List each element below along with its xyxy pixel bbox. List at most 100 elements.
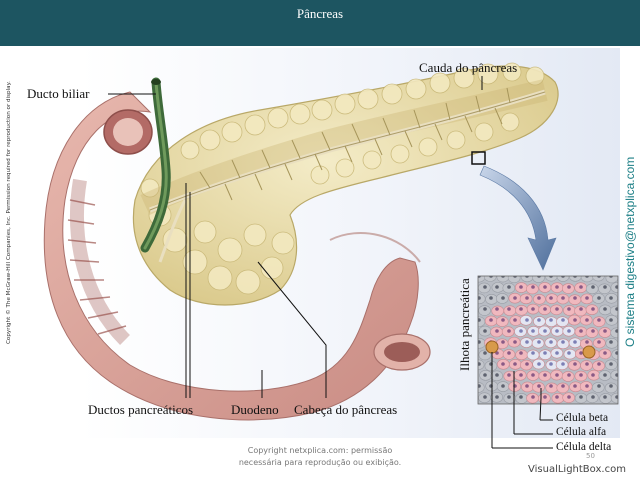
islet-cell (556, 276, 570, 282)
footer-copyright: Copyright netxplica.com: permissão neces… (210, 445, 430, 469)
cell-nucleus (519, 373, 523, 377)
cell-nucleus (585, 340, 589, 344)
cell-nucleus (567, 373, 571, 377)
cell-nucleus (597, 276, 601, 278)
islet-cell (503, 305, 517, 317)
cell-nucleus (483, 307, 487, 311)
cell-nucleus (507, 351, 511, 355)
label-pancreas-head: Cabeça do pâncreas (294, 402, 398, 417)
label-bile-duct: Ducto biliar (27, 86, 90, 101)
cell-nucleus (507, 395, 511, 399)
cell-nucleus (573, 276, 577, 278)
cell-nucleus (609, 362, 613, 366)
cell-nucleus (549, 276, 553, 278)
beta-leader (539, 388, 542, 421)
delta-cell (485, 340, 499, 354)
cell-nucleus (495, 351, 499, 355)
cell-nucleus (478, 296, 481, 300)
cell-nucleus (555, 395, 559, 399)
cell-nucleus (561, 296, 565, 300)
cell-nucleus (567, 351, 571, 355)
cell-nucleus (573, 362, 577, 366)
cell-nucleus (549, 318, 553, 322)
cell-nucleus (543, 307, 547, 311)
cell-nucleus (543, 395, 547, 399)
cell-nucleus (495, 373, 499, 377)
cell-nucleus (525, 340, 529, 344)
cell-nucleus (561, 384, 565, 388)
cell-nucleus (513, 362, 517, 366)
label-duodenum: Duodeno (231, 402, 279, 417)
label-alpha-cell: Célula alfa (556, 426, 607, 438)
cell-nucleus (579, 307, 583, 311)
cell-nucleus (495, 395, 499, 399)
cell-nucleus (555, 351, 559, 355)
cell-nucleus (567, 329, 571, 333)
islet-cell (610, 282, 618, 293)
cell-nucleus (555, 285, 559, 289)
cell-nucleus (525, 318, 529, 322)
cell-nucleus (531, 351, 535, 355)
islet-cell (610, 369, 618, 381)
cell-nucleus (501, 362, 505, 366)
cell-nucleus (555, 329, 559, 333)
cell-nucleus (603, 307, 607, 311)
cell-nucleus (495, 285, 499, 289)
cell-nucleus (525, 296, 529, 300)
magnify-arrow (479, 165, 557, 271)
cell-nucleus (591, 329, 595, 333)
cell-nucleus (609, 340, 613, 344)
cell-nucleus (615, 329, 618, 333)
cell-nucleus (591, 373, 595, 377)
cell-nucleus (543, 351, 547, 355)
delta-cell (582, 345, 596, 359)
cell-nucleus (531, 285, 535, 289)
cell-nucleus (478, 276, 481, 278)
cell-nucleus (495, 307, 499, 311)
page-title: Pâncreas (296, 6, 344, 21)
islet-cell (484, 360, 498, 372)
cell-nucleus (567, 395, 571, 399)
footer-copyright-line1: Copyright netxplica.com: permissão (247, 446, 393, 455)
cell-nucleus (561, 362, 565, 366)
head-leader (257, 261, 327, 398)
cell-nucleus (537, 384, 541, 388)
cell-nucleus (579, 285, 583, 289)
cell-nucleus (591, 395, 595, 399)
cell-nucleus (531, 373, 535, 377)
watermark: VisualLightBox.com (528, 464, 626, 475)
cell-nucleus (525, 276, 529, 278)
cell-nucleus (597, 296, 601, 300)
cell-nucleus (555, 373, 559, 377)
islet-cell (604, 382, 618, 394)
cell-nucleus (519, 285, 523, 289)
islet-cell (478, 293, 486, 305)
cell-nucleus (603, 285, 607, 289)
islet-cell (585, 327, 599, 338)
cell-nucleus (573, 384, 577, 388)
cell-nucleus (573, 296, 577, 300)
cell-nucleus (585, 362, 589, 366)
cell-nucleus (531, 395, 535, 399)
cell-nucleus (615, 285, 618, 289)
cell-nucleus (501, 318, 505, 322)
cell-nucleus (561, 318, 565, 322)
cell-nucleus (603, 351, 607, 355)
cell-nucleus (597, 362, 601, 366)
cell-nucleus (573, 318, 577, 322)
cell-nucleus (483, 395, 487, 399)
cell-nucleus (573, 340, 577, 344)
cell-nucleus (585, 318, 589, 322)
islet-cell (507, 276, 521, 284)
cell-nucleus (561, 276, 565, 278)
cell-nucleus (543, 373, 547, 377)
cell-nucleus (579, 395, 583, 399)
footer-copyright-line2: necessária para reprodução ou exibição. (238, 458, 402, 467)
cell-nucleus (537, 276, 541, 278)
cell-nucleus (478, 340, 481, 344)
islet-micrograph (478, 276, 618, 404)
islet-cell (598, 283, 611, 295)
cell-nucleus (501, 340, 505, 344)
cell-nucleus (549, 340, 553, 344)
